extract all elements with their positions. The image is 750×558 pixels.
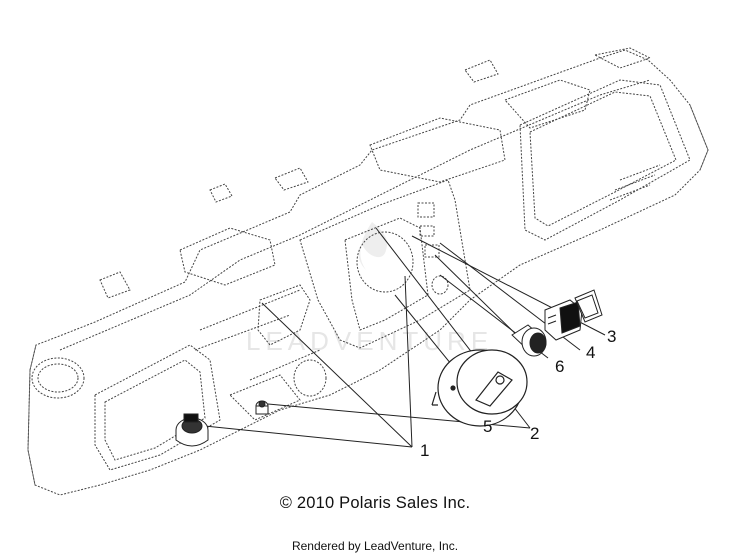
dashboard-body [27,47,709,496]
callout-2[interactable]: 2 [530,424,539,443]
callout-4[interactable]: 4 [586,343,595,362]
callout-1[interactable]: 1 [420,441,429,460]
part-6-outlet [511,324,547,357]
part-5-bulb [255,400,269,415]
callout-6[interactable]: 6 [555,357,564,376]
part-3-plug [574,289,603,323]
callout-3[interactable]: 3 [607,327,616,346]
copyright-text: © 2010 Polaris Sales Inc. [279,494,471,512]
watermark-text: LEADVENTURE [246,326,493,356]
dashboard-structure [27,104,709,486]
part-1-rotary-switch [175,413,209,447]
watermark: LEADVENTURE [246,222,493,356]
rendered-by-text: Rendered by LeadVenture, Inc. [291,539,459,553]
callouts: 1 2 3 4 5 6 [420,327,616,460]
part-2-gauge [431,349,528,427]
part-4-rocker-switch [544,299,583,341]
callout-5[interactable]: 5 [483,417,492,436]
watermark-flame-icon [358,222,388,270]
